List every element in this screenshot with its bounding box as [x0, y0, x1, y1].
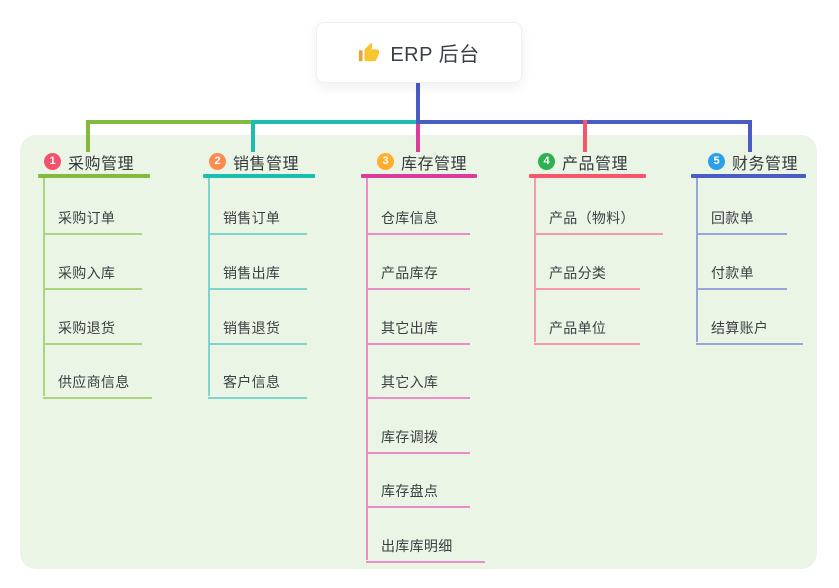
child-node[interactable]: 仓库信息 — [366, 198, 470, 235]
root-title: ERP 后台 — [390, 44, 480, 66]
connector-bus-branch1 — [86, 120, 255, 124]
child-node[interactable]: 出库库明细 — [366, 526, 485, 563]
child-node[interactable]: 销售退货 — [208, 308, 307, 345]
connector-bus-branch2 — [251, 120, 420, 124]
branch-label: 产品管理 — [562, 155, 629, 173]
branch-underline — [38, 174, 150, 178]
child-node[interactable]: 采购入库 — [43, 253, 142, 290]
branch-number-badge: 3 — [377, 153, 394, 170]
branch-child-line — [208, 178, 210, 396]
branch-label: 财务管理 — [732, 155, 799, 173]
branch-underline — [691, 174, 806, 178]
branch-underline — [203, 174, 315, 178]
child-node[interactable]: 产品单位 — [534, 308, 640, 345]
branch-label: 销售管理 — [233, 155, 300, 173]
connector-drop-branch1 — [86, 120, 90, 152]
branch-underline — [529, 174, 646, 178]
child-node[interactable]: 产品分类 — [534, 253, 640, 290]
branch-header-product[interactable]: 4 产品管理 — [538, 150, 628, 173]
child-node[interactable]: 产品（物料） — [534, 198, 663, 235]
branch-child-line — [696, 178, 698, 342]
child-node[interactable]: 客户信息 — [208, 362, 307, 399]
child-node[interactable]: 供应商信息 — [43, 362, 152, 399]
root-node[interactable]: ERP 后台 — [316, 22, 522, 83]
branch-child-line — [43, 178, 45, 396]
branch-number-badge: 5 — [708, 153, 725, 170]
connector-drop-branch2 — [251, 120, 255, 152]
branch-number-badge: 2 — [209, 153, 226, 170]
branch-underline — [361, 174, 477, 178]
branch-header-procurement[interactable]: 1 采购管理 — [44, 150, 134, 173]
connector-drop-branch4 — [583, 120, 587, 152]
branch-header-inventory[interactable]: 3 库存管理 — [377, 150, 467, 173]
connector-drop-branch5 — [748, 120, 752, 152]
child-node[interactable]: 结算账户 — [696, 308, 803, 345]
child-node[interactable]: 销售出库 — [208, 253, 307, 290]
child-node[interactable]: 回款单 — [696, 198, 787, 235]
child-node[interactable]: 采购订单 — [43, 198, 142, 235]
connector-root-stem — [416, 83, 420, 124]
branch-number-badge: 4 — [538, 153, 555, 170]
branch-child-line — [366, 178, 368, 560]
connector-drop-branch3 — [416, 124, 420, 152]
thumbs-up-icon — [359, 42, 380, 61]
branch-label: 库存管理 — [401, 155, 468, 173]
child-node[interactable]: 销售订单 — [208, 198, 307, 235]
child-node[interactable]: 采购退货 — [43, 308, 142, 345]
branch-header-sales[interactable]: 2 销售管理 — [209, 150, 299, 173]
child-node[interactable]: 库存调拨 — [366, 417, 470, 454]
branches-panel — [20, 135, 817, 569]
child-node[interactable]: 其它入库 — [366, 362, 470, 399]
branch-number-badge: 1 — [44, 153, 61, 170]
child-node[interactable]: 付款单 — [696, 253, 787, 290]
branch-child-line — [534, 178, 536, 342]
child-node[interactable]: 其它出库 — [366, 308, 470, 345]
child-node[interactable]: 库存盘点 — [366, 471, 470, 508]
branch-label: 采购管理 — [68, 155, 135, 173]
branch-header-finance[interactable]: 5 财务管理 — [708, 150, 798, 173]
child-node[interactable]: 产品库存 — [366, 253, 470, 290]
